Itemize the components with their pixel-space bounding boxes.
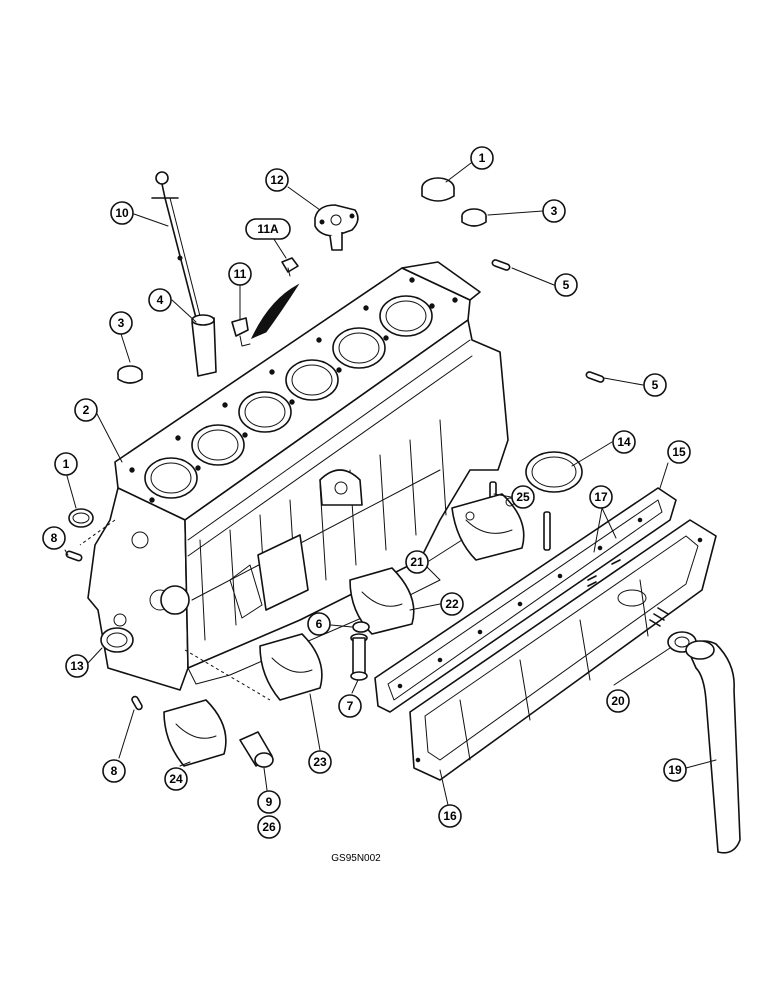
svg-text:2: 2	[83, 403, 90, 417]
callout-17: 17	[589, 485, 613, 509]
svg-text:5: 5	[563, 278, 570, 292]
svg-text:16: 16	[443, 809, 457, 823]
callout-4: 4	[148, 288, 172, 312]
head-bolt-holes	[129, 277, 458, 503]
svg-text:3: 3	[551, 204, 558, 218]
callout-7: 7	[338, 694, 362, 718]
svg-text:3: 3	[118, 316, 125, 330]
oil-filler-flange	[314, 204, 359, 251]
svg-text:19: 19	[668, 763, 682, 777]
main-bearing-cap-24	[163, 699, 227, 767]
dowel-pin-lower	[585, 371, 605, 383]
callout-16: 16	[438, 804, 462, 828]
main-bearing-cap-21	[451, 493, 525, 561]
expansion-plug-upper	[461, 208, 487, 227]
callout-2: 2	[74, 398, 98, 422]
cylinder-bores	[144, 295, 433, 499]
svg-text:14: 14	[617, 435, 631, 449]
rear-seal-ring	[525, 451, 583, 493]
svg-text:8: 8	[111, 764, 118, 778]
svg-text:1: 1	[479, 151, 486, 165]
breather-tube	[685, 640, 741, 854]
svg-text:24: 24	[169, 772, 183, 786]
svg-text:11: 11	[234, 267, 247, 281]
svg-text:4: 4	[157, 293, 164, 307]
callout-21: 21	[405, 550, 429, 574]
callout-14: 14	[612, 430, 636, 454]
svg-text:17: 17	[594, 490, 608, 504]
callout-11a: 11A	[245, 218, 291, 240]
callout-11: 11	[228, 262, 252, 286]
callout-9: 9	[257, 790, 281, 814]
svg-text:8: 8	[51, 531, 58, 545]
plug-9	[239, 731, 274, 768]
side-cover-gasket	[374, 487, 677, 713]
callout-15: 15	[667, 440, 691, 464]
callout-8-upper: 8	[42, 526, 66, 550]
callout-24: 24	[164, 767, 188, 791]
callout-3-top: 3	[542, 199, 566, 223]
callout-25: 25	[511, 485, 535, 509]
washer-6	[352, 621, 370, 633]
fitting-11a	[281, 257, 299, 277]
main-bearing-cap-22	[349, 567, 415, 635]
callout-23: 23	[308, 750, 332, 774]
figure-code: GS95N002	[331, 853, 381, 864]
callouts: 1 3 12 10 11A 5 11 4 3 5 2 14 15 1 25 17…	[42, 146, 691, 839]
callout-3-left: 3	[109, 311, 133, 335]
callout-10: 10	[110, 201, 134, 225]
svg-text:10: 10	[115, 206, 129, 220]
dowel-pin-upper	[491, 259, 511, 271]
callout-6: 6	[307, 612, 331, 636]
callout-8-lower: 8	[102, 759, 126, 783]
dowel-8-lower	[131, 695, 143, 711]
bolt-7	[350, 633, 368, 681]
svg-text:7: 7	[347, 699, 354, 713]
svg-text:5: 5	[652, 378, 659, 392]
svg-text:23: 23	[313, 755, 327, 769]
dowel-8-upper	[65, 550, 83, 562]
svg-text:21: 21	[410, 555, 424, 569]
callout-26: 26	[257, 815, 281, 839]
elbow-fitting-11	[231, 317, 251, 347]
cup-plug-upper	[421, 177, 455, 202]
callout-12: 12	[265, 168, 289, 192]
dipstick	[151, 171, 201, 319]
callout-22: 22	[440, 592, 464, 616]
svg-text:22: 22	[445, 597, 459, 611]
callout-5-lower: 5	[643, 373, 667, 397]
callout-1-top: 1	[470, 146, 494, 170]
breather-screws	[649, 607, 669, 627]
svg-text:12: 12	[270, 173, 284, 187]
sealant-wedge	[250, 283, 300, 339]
callout-5-top: 5	[554, 273, 578, 297]
svg-text:25: 25	[516, 490, 530, 504]
cup-plug-front	[68, 508, 94, 528]
dipstick-tube	[191, 314, 217, 377]
svg-text:1: 1	[63, 457, 70, 471]
svg-text:9: 9	[266, 795, 273, 809]
callout-1-front: 1	[54, 452, 78, 476]
svg-text:20: 20	[611, 694, 625, 708]
svg-text:6: 6	[316, 617, 323, 631]
side-cover-plate	[409, 519, 717, 781]
engine-block	[79, 261, 509, 701]
svg-text:15: 15	[672, 445, 686, 459]
callout-19: 19	[663, 758, 687, 782]
svg-text:13: 13	[70, 659, 84, 673]
expansion-plug-left	[117, 365, 143, 384]
callout-20: 20	[606, 689, 630, 713]
svg-text:26: 26	[262, 820, 276, 834]
cam-bushing	[100, 627, 134, 653]
main-bearing-cap-23	[259, 633, 323, 701]
callout-13: 13	[65, 654, 89, 678]
svg-text:11A: 11A	[257, 222, 279, 236]
